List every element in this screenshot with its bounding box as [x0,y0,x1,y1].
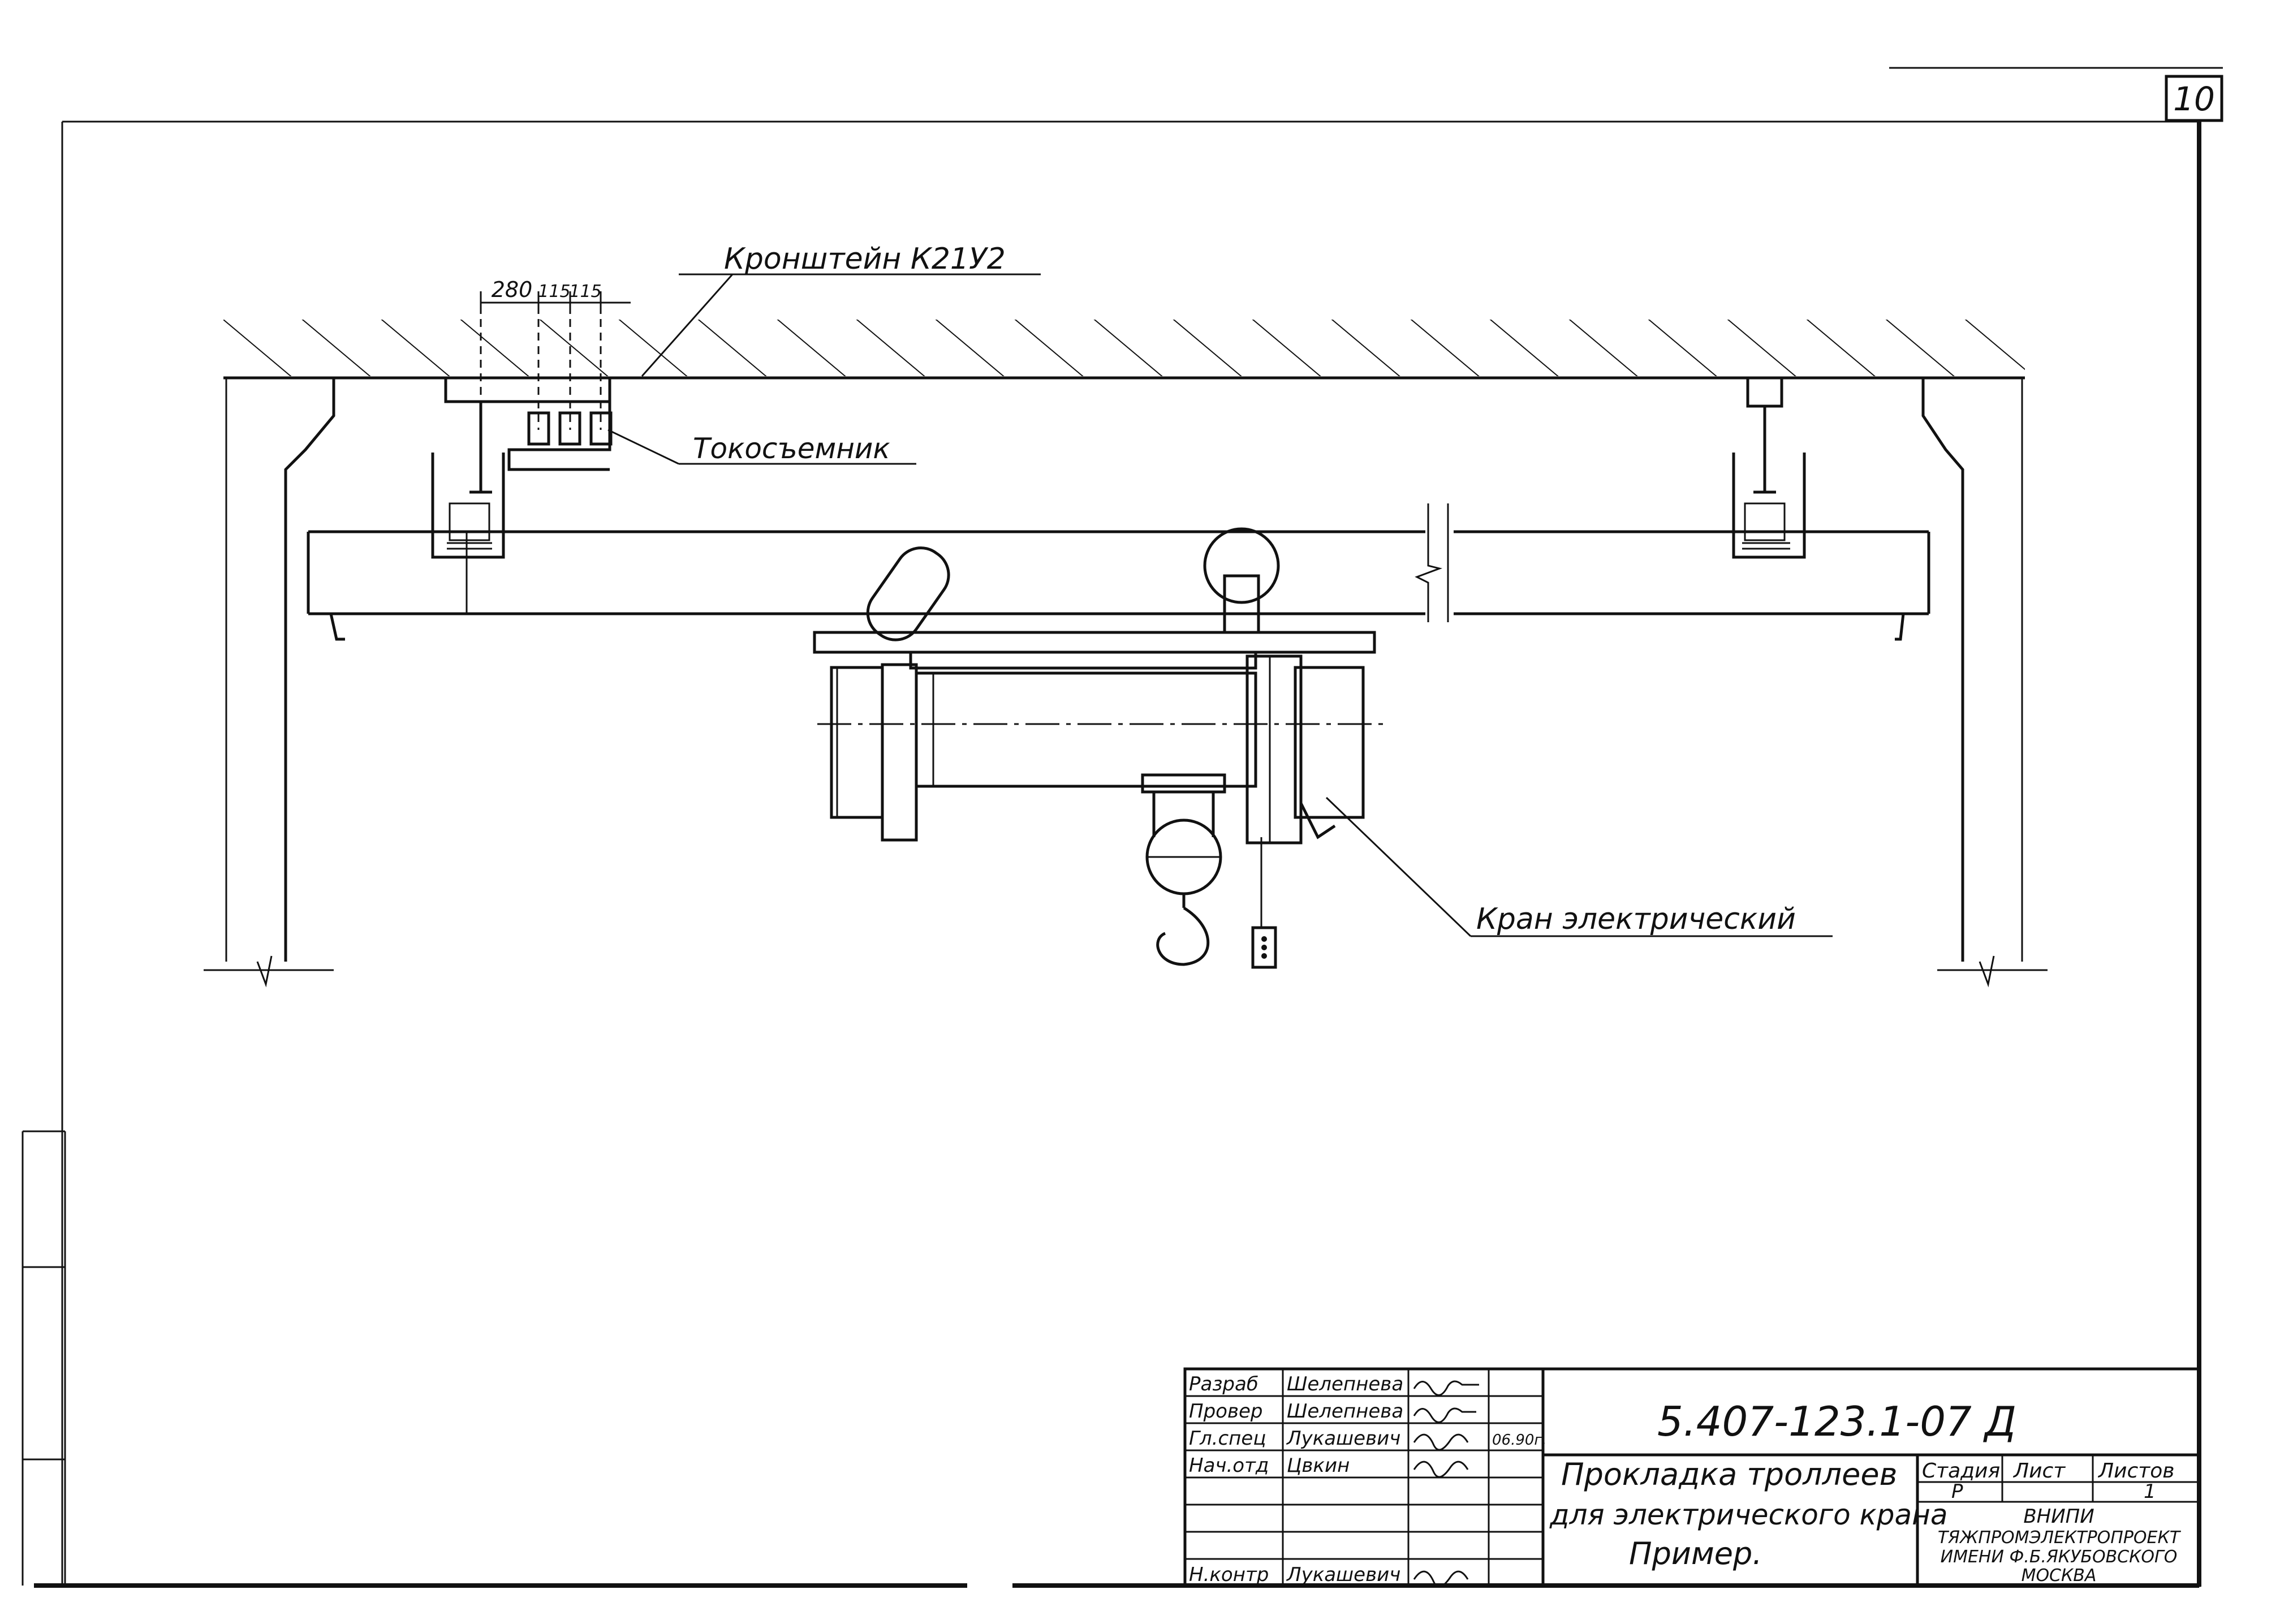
title-line-2: для электрического крана [1549,1498,1947,1531]
callout-bracket: Кронштейн К21У2 [641,242,1041,377]
label-crane: Кран электрический [1476,902,1796,936]
role-0: Разраб [1189,1373,1258,1395]
label-bracket: Кронштейн К21У2 [724,242,1006,276]
right-runway-rail [1732,376,1806,559]
sheet-header: Лист [2012,1459,2066,1483]
left-runway-rail [431,376,611,559]
name-3: Цвкин [1287,1454,1350,1477]
date-2: 06.90г. [1492,1432,1546,1449]
signatures [1413,1380,1479,1588]
dimension-115-a: 115 [538,282,570,301]
sheet-frame [34,67,2223,1588]
hook-block [1141,773,1226,966]
role-2: Гл.спец [1189,1427,1266,1450]
org-line-4: МОСКВА [2022,1566,2097,1586]
title-block [1183,1367,2201,1587]
pendant-control [1251,837,1277,969]
current-collector [480,305,613,471]
role-1: Провер [1189,1400,1263,1423]
sheet-number-box: 10 [2165,75,2223,122]
name-0: Шелепнева [1287,1373,1403,1395]
name-7: Лукашевич [1286,1563,1400,1586]
right-column [1921,378,2048,988]
role-3: Нач.отд [1189,1454,1269,1477]
stage-value: Р [1951,1480,1963,1503]
electric-hoist [817,654,1386,845]
role-7: Н.контр [1189,1563,1269,1586]
stage-header: Стадия [1922,1459,2000,1483]
sheets-value: 1 [2144,1480,2156,1503]
document-code: 5.407-123.1-07 Д [1657,1398,2016,1445]
sheet-number: 10 [2173,80,2215,118]
sheets-header: Листов [2097,1459,2174,1483]
dimension-chain: 280 115 115 [480,277,631,314]
org-line-1: ВНИПИ [2023,1505,2094,1528]
title-line-3: Пример. [1629,1536,1762,1571]
dimension-280: 280 [492,277,533,302]
ceiling-slab [223,320,2025,380]
name-1: Шелепнева [1287,1400,1403,1423]
callout-crane: Кран электрический [1325,796,1833,937]
org-line-3: ИМЕНИ Ф.Б.ЯКУБОВСКОГО [1941,1547,2178,1567]
title-line-1: Прокладка троллеев [1561,1457,1897,1492]
left-column [204,378,335,988]
title-block-roles: Разраб Шелепнева Провер Шелепнева Гл.спе… [1189,1373,1546,1586]
binding-margin-stamp [21,1130,66,1586]
name-2: Лукашевич [1286,1427,1400,1450]
label-current-collector: Токосъемник [693,432,890,465]
org-line-2: ТЯЖПРОМЭЛЕКТРОПРОЕКТ [1938,1528,2182,1548]
callout-current-collector: Токосъемник [607,429,916,465]
dimension-115-b: 115 [569,282,601,301]
crane-bridge-girder [307,503,1930,641]
hoist-trolley-frame [813,527,1376,670]
